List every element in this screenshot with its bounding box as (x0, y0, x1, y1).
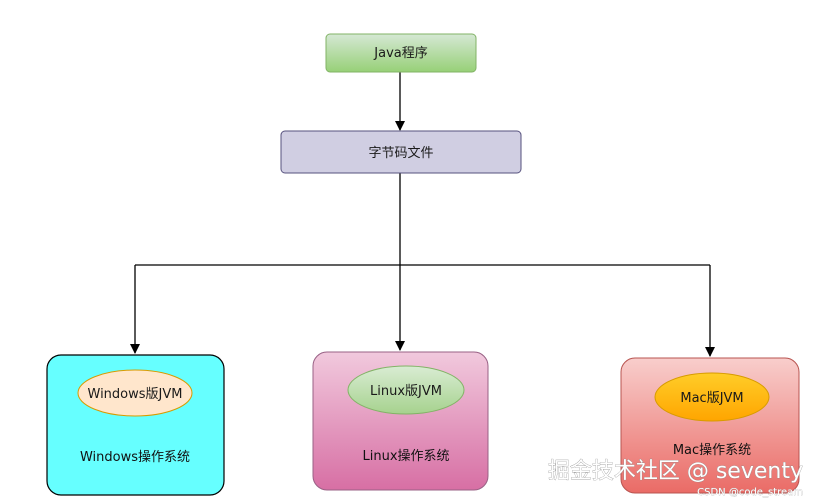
watermark: 掘金技术社区 @ seventy CSDN @code_stream (548, 459, 804, 499)
watermark-main-text: 掘金技术社区 @ seventy (548, 459, 803, 484)
linux-os-label: Linux操作系统 (362, 448, 449, 464)
bytecode-label: 字节码文件 (368, 146, 433, 161)
windows-os-label: Windows操作系统 (80, 449, 190, 465)
mac-platform: Mac版JVM Mac操作系统 (620, 357, 800, 494)
linux-jvm-label: Linux版JVM (370, 384, 442, 399)
java-program-label: Java程序 (373, 46, 427, 61)
windows-jvm-label: Windows版JVM (88, 387, 183, 402)
java-program-box (325, 33, 477, 73)
mac-jvm-ellipse (654, 372, 770, 422)
mac-os-label: Mac操作系统 (673, 442, 751, 458)
java-program-node: Java程序 (325, 33, 477, 73)
connectors (130, 72, 715, 357)
windows-jvm-ellipse (77, 369, 193, 417)
linux-jvm-ellipse (347, 365, 465, 415)
bytecode-box (280, 130, 522, 174)
mac-jvm-label: Mac版JVM (680, 391, 743, 406)
bytecode-node: 字节码文件 (280, 130, 522, 174)
windows-platform: Windows版JVM Windows操作系统 (46, 354, 225, 496)
watermark-sub-text: CSDN @code_stream (697, 487, 803, 498)
linux-platform: Linux版JVM Linux操作系统 (312, 351, 489, 491)
